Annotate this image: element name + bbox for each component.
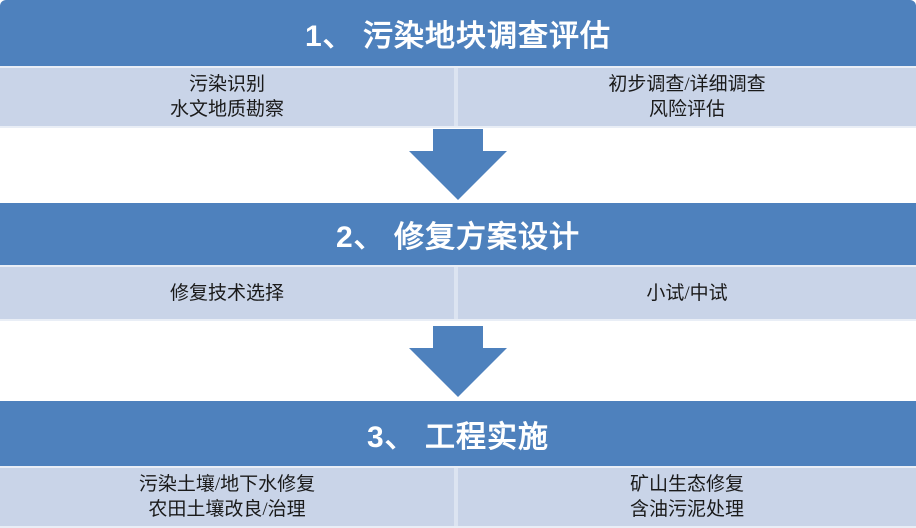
step-2-header: 2、 修复方案设计 bbox=[0, 203, 916, 265]
down-arrow-icon bbox=[409, 129, 507, 200]
step-3-left-cell: 污染土壤/地下水修复 农田土壤改良/治理 bbox=[0, 468, 454, 526]
down-arrow-icon bbox=[409, 326, 507, 397]
step-1-detail-band: 污染识别 水文地质勘察 初步调查/详细调查 风险评估 bbox=[0, 66, 916, 128]
detail-item: 初步调查/详细调查 bbox=[608, 73, 766, 95]
detail-item: 污染土壤/地下水修复 bbox=[138, 473, 316, 495]
step-1-left-cell: 污染识别 水文地质勘察 bbox=[0, 68, 454, 126]
detail-item: 污染识别 bbox=[188, 73, 265, 95]
step-2-left-cell: 修复技术选择 bbox=[0, 267, 454, 319]
column-divider bbox=[454, 468, 458, 526]
step-2-right-cell: 小试/中试 bbox=[458, 267, 916, 319]
step-3-header: 3、 工程实施 bbox=[0, 401, 916, 466]
column-divider bbox=[454, 68, 458, 126]
detail-item: 农田土壤改良/治理 bbox=[148, 499, 306, 521]
detail-item: 小试/中试 bbox=[646, 282, 728, 304]
detail-item: 矿山生态修复 bbox=[629, 473, 744, 495]
detail-item: 风险评估 bbox=[648, 99, 725, 121]
step-1-title: 1、 污染地块调查评估 bbox=[304, 20, 612, 53]
step-1-header: 1、 污染地块调查评估 bbox=[0, 0, 916, 66]
step-2-detail-band: 修复技术选择 小试/中试 bbox=[0, 265, 916, 321]
column-divider bbox=[454, 267, 458, 319]
detail-item: 水文地质勘察 bbox=[169, 99, 284, 121]
detail-item: 修复技术选择 bbox=[169, 282, 284, 304]
step-3-title: 3、 工程实施 bbox=[366, 420, 550, 454]
detail-item: 含油污泥处理 bbox=[629, 499, 744, 521]
step-2-title: 2、 修复方案设计 bbox=[335, 221, 581, 254]
step-1-right-cell: 初步调查/详细调查 风险评估 bbox=[458, 68, 916, 126]
step-3-detail-band: 污染土壤/地下水修复 农田土壤改良/治理 矿山生态修复 含油污泥处理 bbox=[0, 466, 916, 528]
step-3-right-cell: 矿山生态修复 含油污泥处理 bbox=[458, 468, 916, 526]
